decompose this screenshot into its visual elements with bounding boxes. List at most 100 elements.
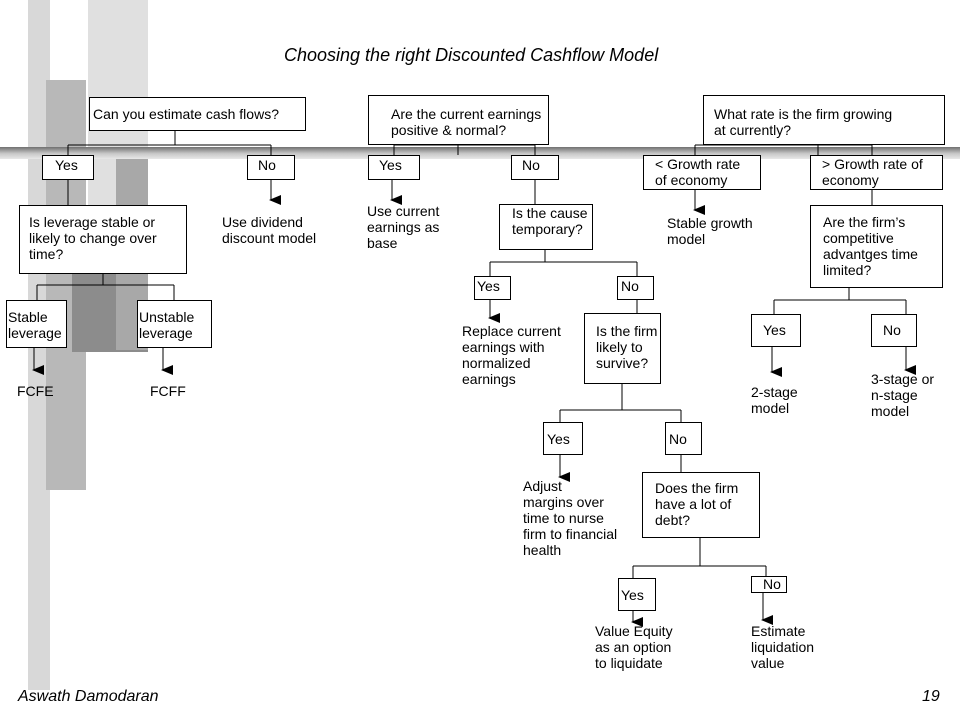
advantages-question: Are the firm’s competitive advantges tim… <box>810 205 943 288</box>
three-stage-model-label: 3-stage or n-stage model <box>871 371 934 419</box>
value-equity-line-1: Value Equity <box>595 623 673 639</box>
temporary-yes-text: Yes <box>477 278 500 294</box>
question-growth-rate: What rate is the firm growing at current… <box>703 95 945 145</box>
growth-higher: > Growth rate of economy <box>810 155 943 190</box>
adjust-margins-line-1: Adjust <box>523 478 562 494</box>
question-growth-rate-line-2: at currently? <box>714 122 792 138</box>
earnings-yes-text: Yes <box>379 157 402 173</box>
survive-question-line-2: likely to <box>596 339 643 355</box>
advantages-question-line-1: Are the firm’s <box>823 214 906 230</box>
link-q2-branch <box>393 144 536 155</box>
debt-question-line-2: have a lot of <box>655 496 732 512</box>
unstable-leverage-line-1: Unstable <box>139 309 195 325</box>
survive-question: Is the firm likely to survive? <box>584 313 661 384</box>
question-current-earnings-line-1: Are the current earnings <box>391 106 542 122</box>
temporary-no: No <box>617 276 654 300</box>
adjust-margins-line-4: firm to financial <box>523 526 618 542</box>
advantages-question-line-4: limited? <box>823 262 872 278</box>
link-debt-branch <box>632 538 767 578</box>
debt-question: Does the firm have a lot of debt? <box>642 472 760 538</box>
cash-flows-yes-text: Yes <box>55 157 78 173</box>
use-current-line-2: earnings as <box>367 219 440 235</box>
temporary-no-text: No <box>621 278 639 294</box>
dividend-model-label: Use dividend discount model <box>222 214 316 246</box>
footer-author: Aswath Damodaran <box>18 688 159 705</box>
leverage-question-line-2: likely to change over <box>29 230 157 246</box>
debt-no: No <box>751 576 787 593</box>
cause-temporary-line-2: temporary? <box>512 221 583 237</box>
three-stage-line-3: model <box>871 403 910 419</box>
debt-yes-text: Yes <box>621 587 644 603</box>
dividend-model-line-2: discount model <box>222 230 317 246</box>
survive-no-text: No <box>669 431 687 447</box>
link-survive-branch <box>559 384 682 422</box>
temporary-yes: Yes <box>474 276 511 300</box>
debt-question-line-1: Does the firm <box>655 480 739 496</box>
survive-no: No <box>665 422 702 455</box>
estimate-liquidation-label: Estimate liquidation value <box>751 623 814 671</box>
question-growth-rate-line-1: What rate is the firm growing <box>714 106 893 122</box>
stable-growth-model-label: Stable growth model <box>667 215 753 247</box>
two-stage-line-1: 2-stage <box>751 384 798 400</box>
question-cash-flows-text: Can you estimate cash flows? <box>93 106 279 122</box>
cause-temporary: Is the cause temporary? <box>499 204 593 250</box>
stable-leverage-line-1: Stable <box>8 309 48 325</box>
use-current-line-1: Use current <box>367 203 440 219</box>
two-stage-line-2: model <box>751 400 790 416</box>
earnings-no: No <box>511 155 559 180</box>
adjust-margins-line-3: time to nurse <box>523 510 604 526</box>
cash-flows-yes: Yes <box>42 155 94 180</box>
growth-higher-line-2: economy <box>822 172 879 188</box>
value-equity-line-2: as an option <box>595 639 672 655</box>
stable-growth-line-2: model <box>667 231 706 247</box>
growth-lower-line-1: < Growth rate <box>655 156 741 172</box>
link-q3-branch <box>694 144 873 155</box>
replace-earnings-label: Replace current earnings with normalized… <box>462 323 561 387</box>
three-stage-line-1: 3-stage or <box>871 371 935 387</box>
survive-yes: Yes <box>543 422 583 455</box>
survive-yes-text: Yes <box>547 431 570 447</box>
leverage-question-line-3: time? <box>29 246 64 262</box>
unstable-leverage: Unstable leverage <box>137 300 212 348</box>
survive-question-line-3: survive? <box>596 355 649 371</box>
use-current-earnings-label: Use current earnings as base <box>367 203 439 251</box>
stable-leverage-line-2: leverage <box>8 325 62 341</box>
debt-yes: Yes <box>618 578 656 611</box>
debt-no-text: No <box>763 576 781 592</box>
dividend-model-line-1: Use dividend <box>222 214 303 230</box>
page-title: Choosing the right Discounted Cashflow M… <box>284 45 659 65</box>
estimate-liquidation-line-2: liquidation <box>751 639 815 655</box>
link-q1-branch <box>67 131 272 155</box>
adjust-margins-line-5: health <box>523 542 562 558</box>
three-stage-line-2: n-stage <box>871 387 918 403</box>
advantages-question-line-3: advantges time <box>823 246 918 262</box>
use-current-line-3: base <box>367 235 398 251</box>
advantages-no-text: No <box>883 322 901 338</box>
value-equity-line-3: to liquidate <box>595 655 663 671</box>
survive-question-line-1: Is the firm <box>596 323 658 339</box>
leverage-question: Is leverage stable or likely to change o… <box>19 205 187 274</box>
growth-lower: < Growth rate of economy <box>643 155 761 190</box>
two-stage-model-label: 2-stage model <box>751 384 798 416</box>
cash-flows-no-text: No <box>258 157 276 173</box>
growth-higher-line-1: > Growth rate of <box>822 156 923 172</box>
advantages-question-line-2: competitive <box>823 230 894 246</box>
value-equity-option-label: Value Equity as an option to liquidate <box>595 623 673 671</box>
question-cash-flows: Can you estimate cash flows? <box>89 97 306 131</box>
fcfe-label: FCFE <box>17 383 54 399</box>
replace-earnings-line-3: normalized <box>462 355 531 371</box>
advantages-yes: Yes <box>751 314 801 347</box>
question-current-earnings-line-2: positive & normal? <box>391 122 507 138</box>
cash-flows-no: No <box>247 155 295 180</box>
fcff-label: FCFF <box>150 383 186 399</box>
cause-temporary-line-1: Is the cause <box>512 205 588 221</box>
link-adv-branch <box>773 288 907 314</box>
earnings-no-text: No <box>522 157 540 173</box>
link-leverage-branch <box>36 274 175 300</box>
earnings-yes: Yes <box>368 155 420 180</box>
stable-leverage: Stable leverage <box>6 300 67 348</box>
unstable-leverage-line-2: leverage <box>139 325 193 341</box>
leverage-question-line-1: Is leverage stable or <box>29 214 156 230</box>
stable-growth-line-1: Stable growth <box>667 215 753 231</box>
